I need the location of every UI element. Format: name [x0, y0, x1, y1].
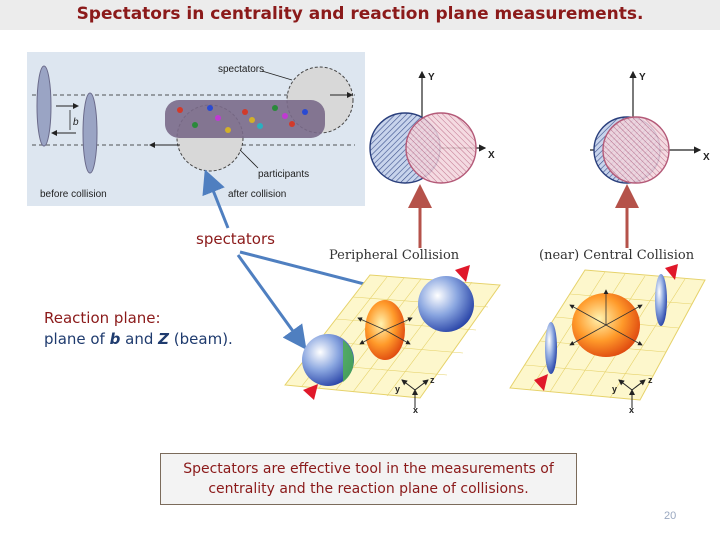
axis-x-central: X [703, 152, 710, 163]
caption-peripheral: Peripheral Collision [329, 248, 460, 263]
reaction-plane-central: y z x [509, 264, 706, 415]
plane-axis-x-central: x [629, 405, 634, 415]
blue-arrow-down [236, 254, 307, 350]
participant-fireball [165, 100, 325, 138]
rp-desc-z: Z [158, 330, 170, 348]
nucleus-b-central [602, 116, 670, 184]
axis-x-peripheral: X [488, 150, 495, 161]
title-bar [0, 0, 720, 30]
spectator-sliver-left [545, 322, 557, 374]
caption-central: (near) Central Collision [539, 248, 695, 263]
summary-text: Spectators are effective tool in the mea… [183, 461, 554, 497]
participant-particles [177, 105, 308, 133]
axis-y-central: Y [639, 72, 646, 83]
slide-title: Spectators in centrality and reaction pl… [76, 4, 644, 24]
label-b: b [73, 117, 79, 128]
plane-axis-z-peripheral: z [430, 375, 435, 385]
page-number: 20 [664, 510, 677, 522]
spectators-label: spectators [196, 230, 275, 248]
plane-axis-y-central: y [612, 384, 617, 394]
summary-box: Spectators are effective tool in the mea… [160, 453, 577, 505]
collision-illustration: spectators b participants before collisi… [32, 64, 355, 200]
overlap-diagram-peripheral: Y X [369, 70, 495, 184]
reaction-plane-desc: plane of b and Z (beam). [44, 330, 233, 348]
rp-desc-and: and [120, 330, 159, 348]
nucleus-before-right [82, 92, 98, 174]
spectator-sliver-right [655, 274, 667, 326]
label-spectators-fig: spectators [218, 64, 264, 75]
spectator-sphere-upper [418, 276, 474, 332]
label-before-collision: before collision [40, 189, 107, 200]
label-after-collision: after collision [228, 189, 286, 200]
spectator-sphere-lower [302, 334, 354, 386]
rp-desc-b: b [109, 330, 121, 348]
rp-desc-suffix: (beam). [169, 330, 233, 348]
reaction-plane-peripheral: y z x [284, 265, 501, 415]
plane-axis-x-peripheral: x [413, 405, 418, 415]
axis-y-peripheral: Y [428, 72, 435, 83]
label-participants: participants [258, 169, 309, 180]
overlap-diagram-central: Y X [590, 70, 710, 184]
nucleus-b-peripheral [405, 112, 477, 184]
blue-arrow-up [202, 169, 230, 229]
rp-desc-prefix: plane of [44, 330, 110, 348]
reaction-plane-title: Reaction plane: [44, 309, 161, 327]
nucleus-before-left [36, 65, 52, 147]
plane-axis-z-central: z [648, 375, 653, 385]
plane-axis-y-peripheral: y [395, 384, 400, 394]
